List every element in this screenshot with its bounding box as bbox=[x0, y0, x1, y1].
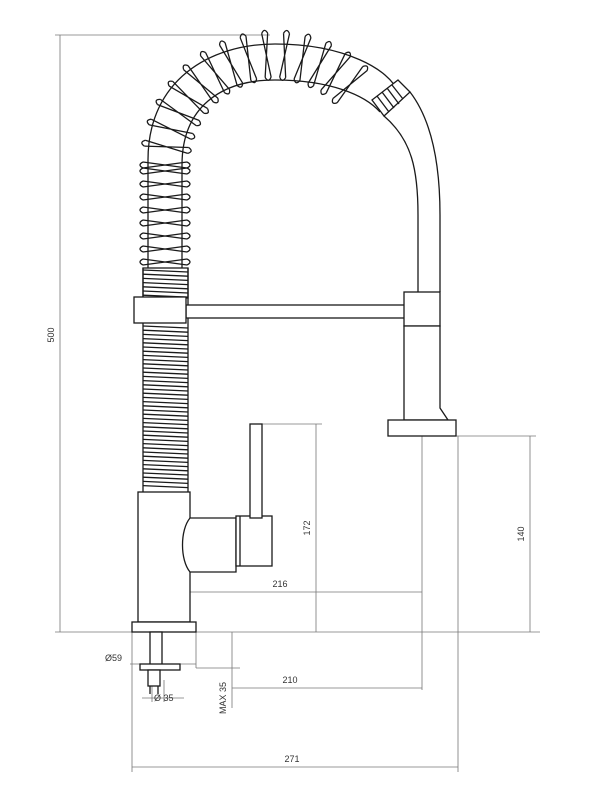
faucet-base-body bbox=[137, 491, 191, 623]
dimension-labels: 500 172 140 216 210 271 Ø59 Ø 35 MAX 35 bbox=[46, 327, 526, 764]
spout-holder bbox=[403, 291, 441, 327]
spout-tube bbox=[383, 115, 419, 292]
lever-handle bbox=[181, 423, 273, 573]
dim-max-thickness: MAX 35 bbox=[218, 682, 228, 714]
dim-height-total: 500 bbox=[46, 327, 56, 342]
spout-outlet bbox=[387, 419, 457, 437]
dim-base-diameter: Ø59 bbox=[105, 653, 122, 663]
dim-reach-inner: 216 bbox=[272, 579, 287, 589]
spray-head bbox=[371, 79, 411, 117]
dim-hole-diameter: Ø 35 bbox=[154, 693, 174, 703]
column-collar bbox=[133, 296, 187, 324]
hose-arc bbox=[147, 43, 399, 268]
mounting-shank bbox=[139, 631, 181, 694]
spring-coil bbox=[139, 29, 369, 266]
base-flange bbox=[131, 621, 197, 633]
dim-total-width: 271 bbox=[284, 754, 299, 764]
dim-lever-height: 172 bbox=[302, 520, 312, 535]
faucet-outline bbox=[131, 29, 457, 694]
crossbar-arm bbox=[185, 304, 407, 319]
dim-reach-base: 210 bbox=[282, 675, 297, 685]
column-ribbing bbox=[142, 269, 189, 489]
dim-spout-height: 140 bbox=[516, 526, 526, 541]
dimension-lines bbox=[55, 34, 540, 772]
